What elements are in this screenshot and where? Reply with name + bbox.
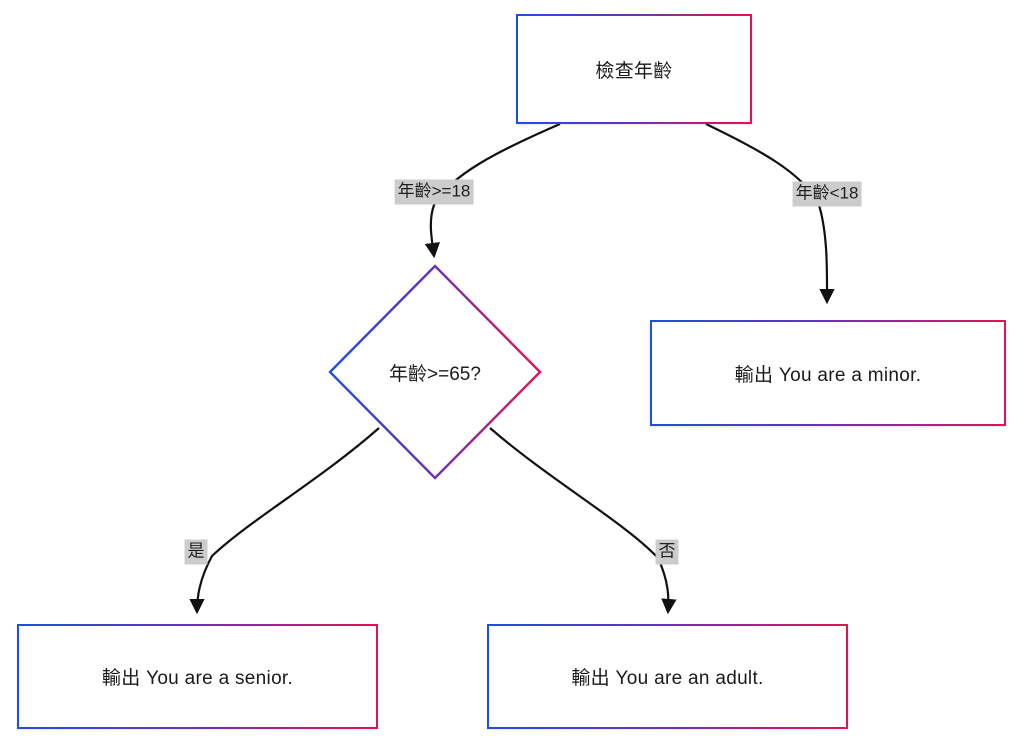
edge-label-age-ge-18[interactable]: 年齡>=18: [394, 179, 474, 205]
edge-label-yes[interactable]: 是: [184, 539, 208, 565]
node-output-minor-body: 輸出 You are a minor.: [652, 322, 1004, 424]
node-output-adult-body: 輸出 You are an adult.: [489, 626, 846, 727]
node-output-minor-label: 輸出 You are a minor.: [734, 364, 922, 386]
node-age-65-label-wrap: 年齡>=65?: [330, 352, 540, 392]
edge-path-age-lt-18: [705, 123, 835, 305]
node-age-65-label: 年齡>=65?: [389, 363, 481, 385]
node-output-senior[interactable]: 輸出 You are a senior.: [17, 624, 378, 729]
node-output-minor[interactable]: 輸出 You are a minor.: [650, 320, 1006, 426]
edge-path-yes: [189, 427, 380, 615]
node-check-age[interactable]: 檢查年齡: [516, 14, 752, 124]
node-output-adult-label: 輸出 You are an adult.: [571, 668, 764, 689]
node-output-adult[interactable]: 輸出 You are an adult.: [487, 624, 848, 729]
node-check-age-label: 檢查年齡: [595, 60, 673, 82]
node-output-senior-body: 輸出 You are a senior.: [19, 626, 376, 727]
edge-label-no[interactable]: 否: [655, 539, 679, 565]
edge-label-age-lt-18[interactable]: 年齡<18: [792, 181, 862, 207]
node-output-senior-label: 輸出 You are a senior.: [101, 668, 294, 689]
edge-path-no: [489, 427, 677, 615]
node-check-age-body: 檢查年齡: [518, 16, 750, 122]
